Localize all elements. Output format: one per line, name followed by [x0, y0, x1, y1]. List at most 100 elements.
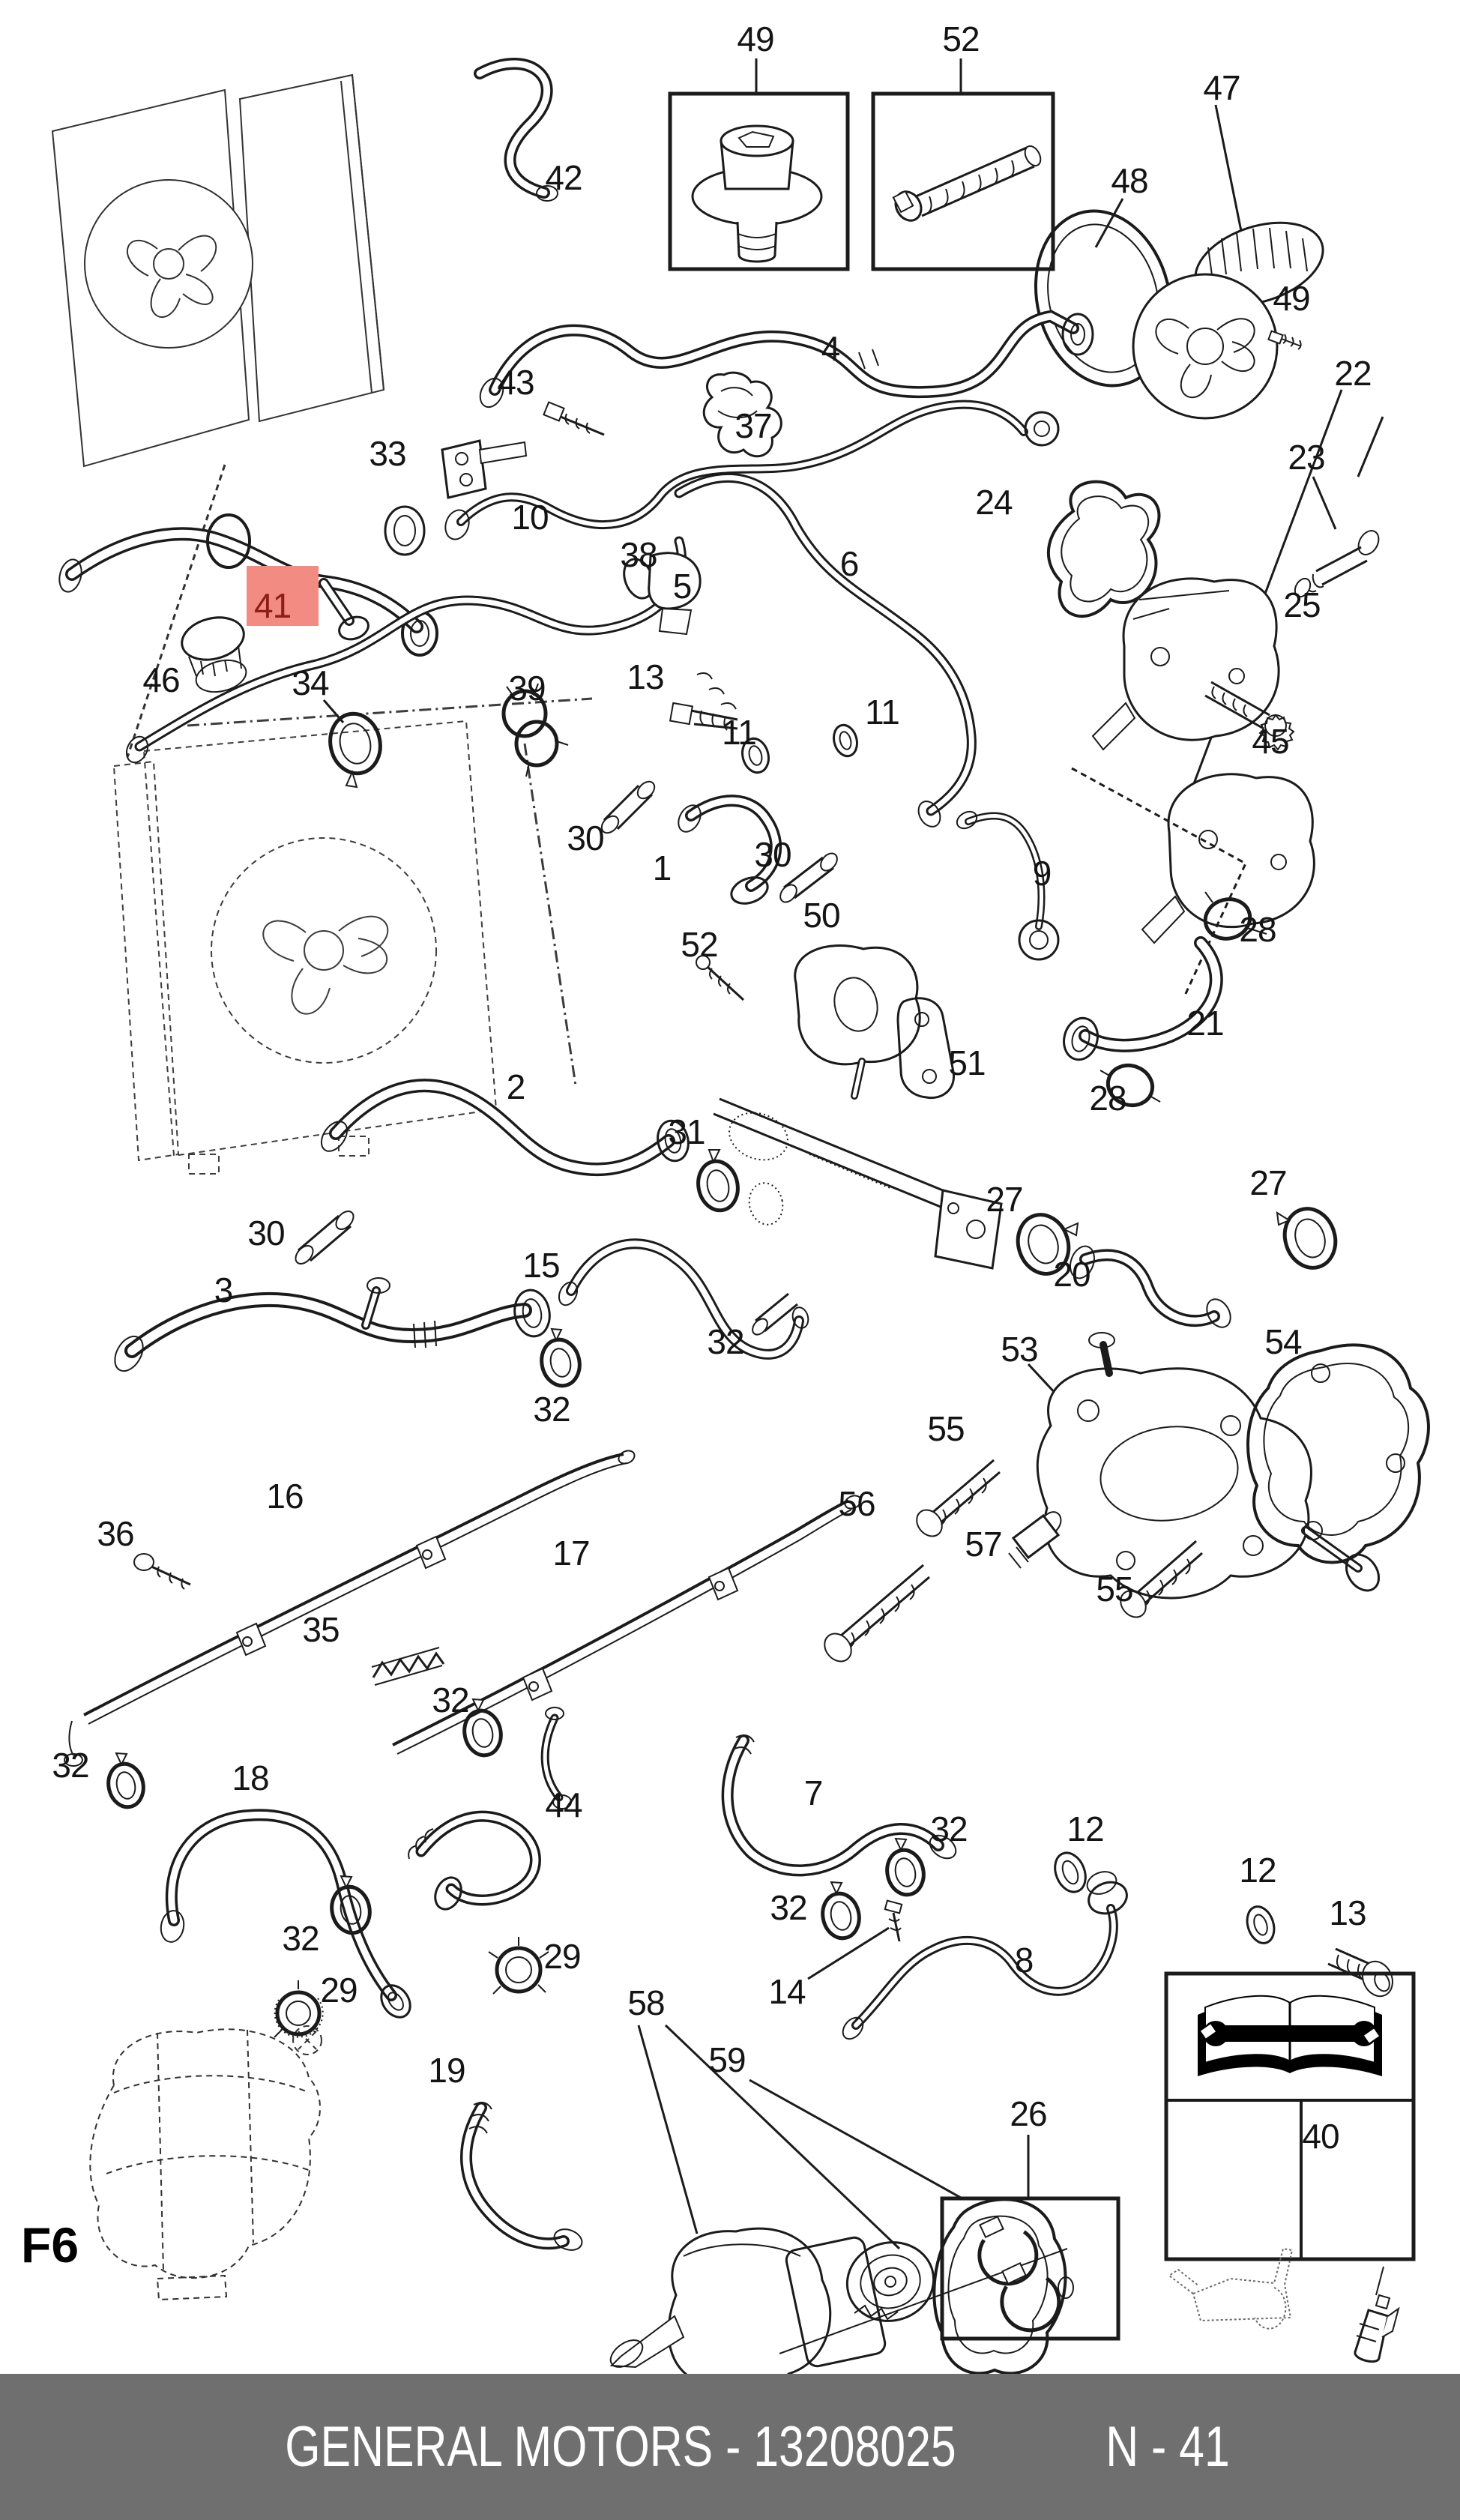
part-label-30[interactable]: 30 [247, 1214, 285, 1253]
part-label-36[interactable]: 36 [97, 1514, 134, 1553]
part-label-12[interactable]: 12 [1067, 1809, 1104, 1848]
part-label-13[interactable]: 13 [1329, 1893, 1366, 1932]
part-label-26[interactable]: 26 [1010, 2094, 1047, 2133]
cap-46-icon [181, 616, 247, 693]
part-label-10[interactable]: 10 [511, 498, 549, 537]
clamp-32-b-icon [540, 1327, 582, 1388]
part-label-32[interactable]: 32 [707, 1322, 744, 1361]
bolt-55-upper-icon [916, 1459, 1001, 1537]
part-label-47[interactable]: 47 [1203, 68, 1240, 107]
clamp-29-left-icon [274, 1980, 324, 2038]
part-label-55[interactable]: 55 [927, 1409, 965, 1448]
clamp-27-right-icon [1276, 1207, 1338, 1270]
part-label-30[interactable]: 30 [567, 819, 604, 857]
part-label-59[interactable]: 59 [708, 2040, 746, 2079]
part-label-31[interactable]: 31 [668, 1112, 705, 1151]
part-label-39[interactable]: 39 [508, 669, 546, 708]
part-label-23[interactable]: 23 [1288, 438, 1325, 477]
clamp-32-e-icon [330, 1875, 372, 1935]
oil-can-icon [1168, 2247, 1294, 2330]
part-label-46[interactable]: 46 [142, 660, 180, 699]
part-label-32[interactable]: 32 [533, 1390, 570, 1429]
clamp-34-icon [322, 699, 382, 789]
part-label-49[interactable]: 49 [737, 19, 774, 58]
hose-18-sketch [160, 1809, 411, 2019]
part-label-30[interactable]: 30 [754, 835, 791, 874]
radiator-fan-assembly-top-sketch [51, 73, 385, 758]
part-label-28[interactable]: 28 [1239, 910, 1276, 949]
part-label-45[interactable]: 45 [1252, 722, 1289, 761]
sheet-code: F6 [21, 2217, 79, 2273]
part-label-7[interactable]: 7 [803, 1773, 824, 1812]
part-label-14[interactable]: 14 [768, 1972, 806, 2011]
bolt-55-lower-icon [1120, 1540, 1203, 1618]
part-label-51[interactable]: 51 [948, 1043, 986, 1082]
part-label-20[interactable]: 20 [1053, 1255, 1091, 1294]
part-label-41-highlighted[interactable]: 41 [247, 566, 319, 626]
pipe-9-sketch [956, 810, 1060, 961]
part-label-25[interactable]: 25 [1283, 585, 1321, 624]
part-label-43[interactable]: 43 [497, 363, 534, 402]
part-label-24[interactable]: 24 [975, 483, 1013, 522]
part-label-22[interactable]: 22 [1334, 354, 1372, 393]
part-label-40[interactable]: 40 [1302, 2117, 1339, 2156]
part-label-27[interactable]: 27 [986, 1180, 1023, 1219]
part-label-50[interactable]: 50 [803, 896, 840, 935]
part-label-28[interactable]: 28 [1089, 1079, 1126, 1118]
stud-14-icon [807, 1899, 903, 1980]
part-label-29[interactable]: 29 [543, 1937, 581, 1976]
hose-6-sketch [674, 472, 977, 828]
part-label-4[interactable]: 4 [821, 329, 841, 368]
bolt-36-icon [133, 1553, 191, 1590]
part-label-15[interactable]: 15 [522, 1246, 560, 1285]
part-label-54[interactable]: 54 [1264, 1322, 1302, 1361]
part-label-32[interactable]: 32 [52, 1746, 89, 1785]
part-label-5[interactable]: 5 [672, 567, 693, 606]
part-label-12[interactable]: 12 [1239, 1851, 1276, 1890]
part-label-52[interactable]: 52 [942, 19, 980, 58]
part-label-21[interactable]: 21 [1186, 1004, 1224, 1043]
part-label-16[interactable]: 16 [266, 1477, 304, 1516]
part-label-3[interactable]: 3 [214, 1270, 234, 1309]
part-label-11[interactable]: 11 [865, 693, 900, 732]
part-label-33[interactable]: 33 [369, 434, 406, 473]
part-label-9[interactable]: 9 [1032, 854, 1052, 893]
housing-45-icon [1141, 773, 1315, 944]
clamp-28-upper-icon [1203, 891, 1267, 941]
part-label-2[interactable]: 2 [506, 1067, 526, 1106]
part-label-27[interactable]: 27 [1249, 1163, 1287, 1202]
part-label-48[interactable]: 48 [1111, 161, 1148, 200]
part-label-52[interactable]: 52 [681, 925, 718, 964]
part-label-17[interactable]: 17 [552, 1534, 590, 1573]
part-label-32[interactable]: 32 [770, 1888, 807, 1927]
part-label-29[interactable]: 29 [320, 1971, 358, 2010]
part-label-57[interactable]: 57 [965, 1525, 1002, 1564]
part-label-13[interactable]: 13 [627, 657, 664, 696]
part-label-19[interactable]: 19 [428, 2051, 465, 2090]
part-label-49[interactable]: 49 [1273, 279, 1310, 318]
part-label-58[interactable]: 58 [627, 1983, 665, 2022]
inset-box-52 [871, 58, 1055, 271]
part-label-6[interactable]: 6 [839, 544, 860, 583]
screw-52-small-icon [696, 955, 745, 1001]
part-label-53[interactable]: 53 [1001, 1330, 1038, 1369]
part-label-1[interactable]: 1 [652, 848, 672, 887]
bolt-23-icon [1294, 530, 1380, 598]
part-label-8[interactable]: 8 [1014, 1941, 1034, 1980]
part-label-42[interactable]: 42 [545, 158, 582, 197]
part-label-11[interactable]: 11 [722, 713, 757, 752]
part-label-35[interactable]: 35 [302, 1610, 340, 1649]
part-label-32[interactable]: 32 [282, 1919, 319, 1958]
part-label-44[interactable]: 44 [545, 1785, 582, 1824]
part-label-34[interactable]: 34 [292, 663, 329, 702]
gasket-24-icon [1046, 480, 1161, 618]
part-label-37[interactable]: 37 [734, 406, 772, 445]
part-label-32[interactable]: 32 [930, 1809, 968, 1848]
part-label-18[interactable]: 18 [232, 1758, 269, 1797]
retainer-clip-26-icon [977, 2216, 1074, 2333]
part-label-56[interactable]: 56 [838, 1484, 875, 1523]
part-label-55[interactable]: 55 [1096, 1570, 1133, 1609]
part-label-32[interactable]: 32 [432, 1680, 469, 1719]
part-label-38[interactable]: 38 [620, 535, 657, 574]
